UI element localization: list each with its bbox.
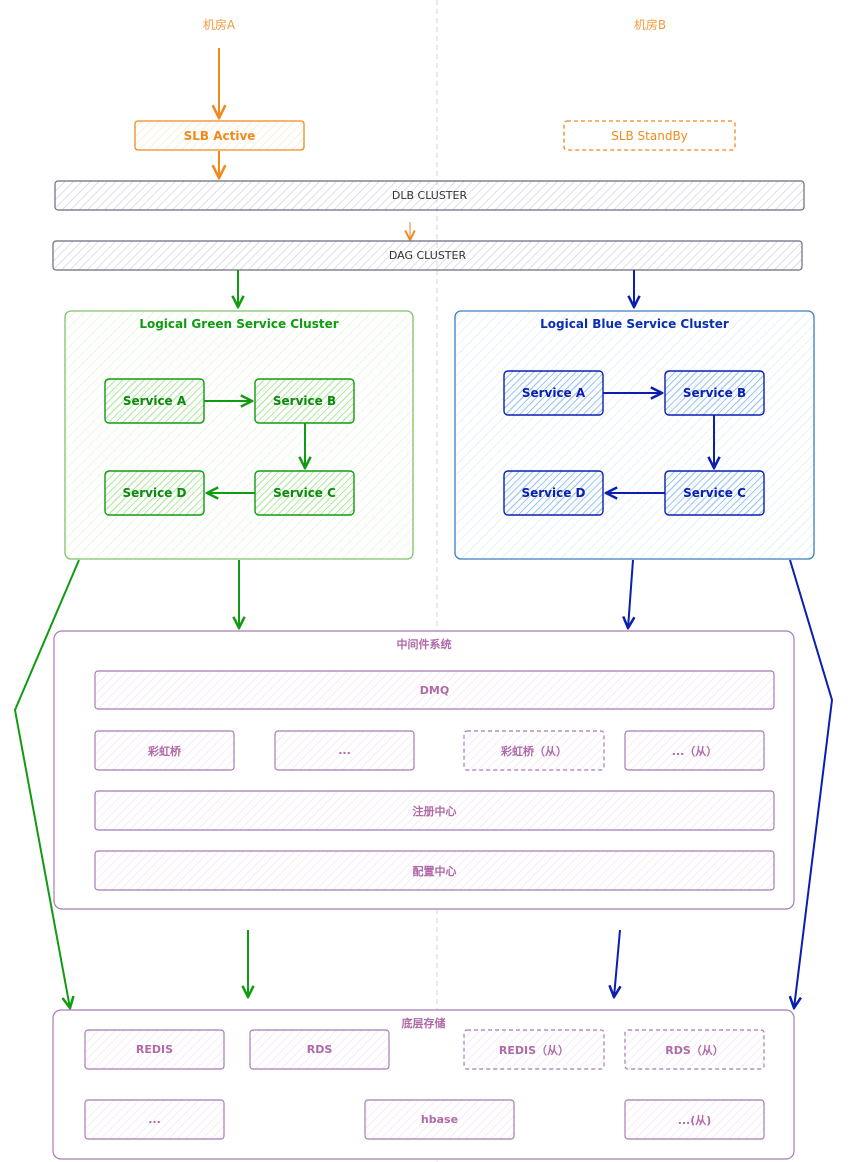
config-box <box>94 850 775 891</box>
dmq-box <box>94 670 775 710</box>
arrow-blue-to-middleware <box>628 559 633 628</box>
storage-title: 底层存储 <box>401 1017 446 1030</box>
blue-service-b: Service B <box>682 386 747 400</box>
blue-cluster-title: Logical Blue Service Cluster <box>540 317 729 331</box>
hbase-label: hbase <box>420 1113 459 1126</box>
rds-slave-label: RDS（从） <box>665 1043 724 1057</box>
blue-service-d-box <box>503 470 604 516</box>
green-cluster-title: Logical Green Service Cluster <box>139 317 339 331</box>
green-service-a: Service A <box>122 394 187 408</box>
rainbow-slave-label: 彩虹桥（从） <box>501 744 567 758</box>
storage-box <box>52 1009 795 1160</box>
storage-ellipsis-label: ... <box>148 1113 161 1126</box>
green-cluster-box <box>64 310 414 560</box>
slb-standby-label: SLB StandBy <box>611 128 688 143</box>
blue-cluster-box <box>454 310 815 560</box>
dlb-cluster-bar <box>54 180 805 211</box>
storage-ellipsis-slave-label: ...(从) <box>677 1113 712 1127</box>
arrow-green-to-storage <box>13 559 80 1008</box>
ellipsis-slave-label: ...（从） <box>671 744 718 758</box>
middleware-title: 中间件系统 <box>396 638 452 651</box>
redis-box <box>84 1029 225 1070</box>
redis-slave-box <box>463 1029 605 1070</box>
redis-slave-label: REDIS（从） <box>498 1043 570 1057</box>
registry-label: 注册中心 <box>412 804 457 818</box>
rainbow-box <box>94 730 235 771</box>
hbase-box <box>364 1099 515 1140</box>
rds-label: RDS <box>306 1043 333 1056</box>
redis-label: REDIS <box>135 1043 174 1056</box>
arrow-middleware-to-storage-right <box>614 929 620 997</box>
storage-ellipsis-box <box>84 1099 225 1140</box>
dlb-cluster-label: DLB CLUSTER <box>391 189 468 202</box>
dag-cluster-label: DAG CLUSTER <box>388 249 467 262</box>
ellipsis-label: ... <box>338 744 351 757</box>
ellipsis-slave-box <box>624 730 765 771</box>
blue-service-c: Service C <box>683 486 746 500</box>
slb-active-label: SLB Active <box>183 128 256 143</box>
rainbow-slave-box <box>463 730 605 771</box>
registry-box <box>94 790 775 831</box>
room-a-label: 机房A <box>202 17 236 32</box>
green-service-c: Service C <box>273 486 336 500</box>
rds-box <box>249 1029 390 1070</box>
rainbow-label: 彩虹桥 <box>148 744 181 758</box>
rds-slave-box <box>624 1029 765 1070</box>
blue-service-a: Service A <box>521 386 586 400</box>
storage-ellipsis-slave-box <box>624 1099 765 1140</box>
room-b-label: 机房B <box>633 17 667 32</box>
green-service-b: Service B <box>272 394 337 408</box>
slb-standby-box <box>563 120 736 151</box>
blue-service-d: Service D <box>521 486 586 500</box>
green-service-d-box <box>104 470 205 516</box>
config-label: 配置中心 <box>412 864 457 878</box>
dmq-label: DMQ <box>419 683 450 697</box>
dag-cluster-bar <box>52 240 803 271</box>
ellipsis-box <box>274 730 415 771</box>
slb-active-box <box>134 120 305 151</box>
green-service-d: Service D <box>122 486 187 500</box>
arrow-blue-to-storage <box>790 559 834 1008</box>
